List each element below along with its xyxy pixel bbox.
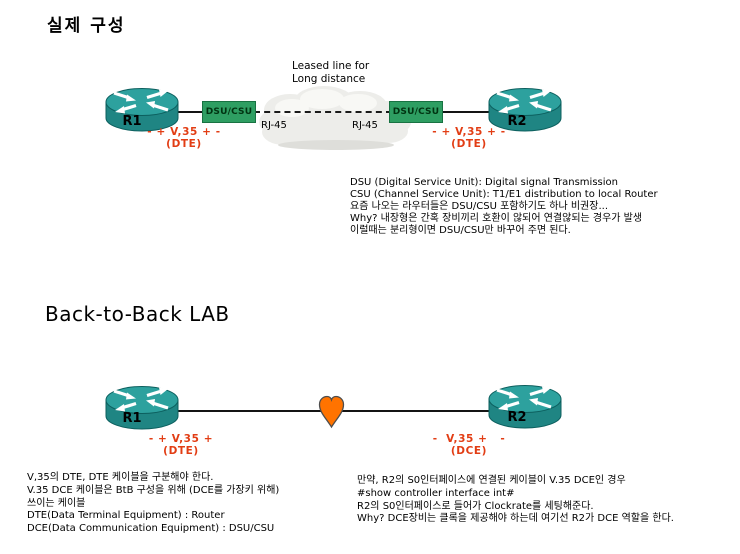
router-r1-lab-icon: R1 <box>103 383 179 439</box>
r2-lab-port-mode: (DCE) <box>450 445 488 457</box>
note-line: DTE(Data Terminal Equipment) : Router <box>27 510 225 522</box>
wan-cloud-icon <box>256 84 414 156</box>
note-line: 쓰이는 케이블 <box>27 497 86 509</box>
r1-port-label: - + V,35 + - <box>147 126 221 138</box>
heart-icon <box>318 395 345 433</box>
note-line: CSU (Channel Service Unit): T1/E1 distri… <box>350 189 658 200</box>
router-r1-icon: R1 <box>103 85 179 141</box>
dsu-notes-block: DSU (Digital Service Unit): Digital sign… <box>350 177 740 237</box>
rj45-right-label: RJ-45 <box>352 120 378 131</box>
note-line: 만약, R2의 S0인터페이스에 연결된 케이블이 V.35 DCE인 경우 <box>357 475 626 486</box>
router-r1-label: R1 <box>122 114 141 129</box>
section-title-actual: 실제 구성 <box>47 16 126 36</box>
cable-notes-block: V,35의 DTE, DTE 케이블을 구분해야 한다. V.35 DCE 케이… <box>27 472 357 536</box>
note-line: 이럴때는 분리형이면 DSU/CSU만 바꾸어 주면 된다. <box>350 225 571 236</box>
note-line: V.35 DCE 케이블은 BtB 구성을 위해 (DCE를 가장키 위해) <box>27 484 280 496</box>
note-line: 요즘 나오는 라우터들은 DSU/CSU 포함하기도 하나 비권장... <box>350 201 608 212</box>
cloud-caption: Leased line for Long distance <box>292 60 369 85</box>
note-line: DSU (Digital Service Unit): Digital sign… <box>350 177 618 188</box>
clockrate-notes-block: 만약, R2의 S0인터페이스에 연결된 케이블이 V.35 DCE인 경우 #… <box>357 475 737 526</box>
r2-lab-port-label: - V,35 + - <box>432 433 506 445</box>
note-line: Why? DCE장비는 클록을 제공해야 하는데 여기선 R2가 DCE 역할을… <box>357 513 674 525</box>
router-r2-lab-label: R2 <box>507 410 526 425</box>
dsu-csu-box-right: DSU/CSU <box>389 101 443 123</box>
note-line: V,35의 DTE, DTE 케이블을 구분해야 한다. <box>27 472 214 483</box>
note-line: DCE(Data Communication Equipment) : DSU/… <box>27 523 275 535</box>
section-title-lab: Back-to-Back LAB <box>45 302 230 326</box>
router-r2-lab-icon: R2 <box>486 382 562 438</box>
link-dsu-r2 <box>441 111 489 113</box>
r1-lab-port-label: - + V,35 + <box>148 433 214 445</box>
note-line: R2의 S0인터페이스로 들어가 Clockrate를 세팅해준다. <box>357 500 594 512</box>
router-r1-lab-label: R1 <box>122 411 141 426</box>
note-line: Why? 내장형은 간혹 장비끼리 호환이 않되어 연결않되는 경우가 발생 <box>350 213 643 224</box>
router-r2-label: R2 <box>507 114 526 129</box>
dsu-csu-box-left: DSU/CSU <box>202 101 256 123</box>
leased-line-dashed <box>254 111 392 113</box>
cloud-caption-line1: Leased line for <box>292 60 370 72</box>
router-r2-icon: R2 <box>486 85 562 141</box>
cloud-caption-line2: Long distance <box>292 72 366 85</box>
r2-port-label: - + V,35 + - <box>432 126 506 138</box>
r1-lab-port-mode: (DTE) <box>163 445 199 457</box>
r1-port-mode: (DTE) <box>166 138 202 150</box>
note-line: #show controller interface int# <box>357 487 515 499</box>
r2-port-mode: (DTE) <box>451 138 487 150</box>
link-r1-dsu <box>176 111 206 113</box>
rj45-left-label: RJ-45 <box>261 120 287 131</box>
